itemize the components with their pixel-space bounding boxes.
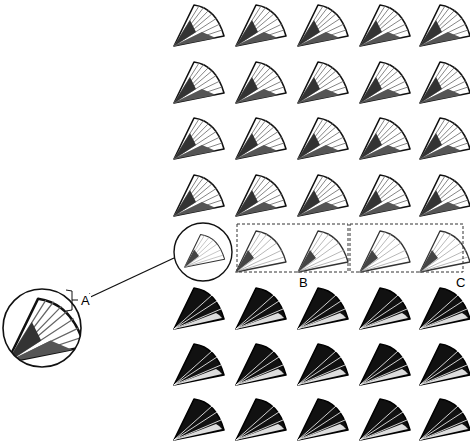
fan-shape [360, 118, 410, 159]
part-label: A [80, 294, 91, 307]
fan-shape [420, 62, 470, 103]
fan-shape [360, 231, 410, 272]
fan-shape [298, 344, 348, 385]
fan-shape [236, 288, 286, 329]
fan-shape [298, 288, 348, 329]
fan-shape [236, 399, 286, 440]
fan-shape [174, 288, 224, 329]
fan-shape [360, 175, 410, 216]
fan-shape [298, 5, 348, 46]
fan-shape [420, 118, 470, 159]
fan-shape [360, 5, 410, 46]
fan-shape [298, 62, 348, 103]
fan-shape [236, 118, 286, 159]
fan-shape [298, 175, 348, 216]
part-label: B [298, 276, 309, 289]
fan-shape [420, 344, 470, 385]
fan-shape [174, 344, 224, 385]
fan-shape [174, 175, 224, 216]
fan-shape [236, 175, 286, 216]
part-label: C [455, 276, 466, 289]
fan-shape [174, 62, 224, 103]
fan-shape [420, 5, 470, 46]
fan-shape [360, 62, 410, 103]
fan-shape [360, 399, 410, 440]
fan-shape [174, 118, 224, 159]
fan-shape [420, 288, 470, 329]
fan-shape [174, 5, 224, 46]
fan-shape [420, 175, 470, 216]
fan-shape [298, 231, 348, 272]
fan-shape [236, 231, 286, 272]
fan-shape [174, 399, 224, 440]
fan-shape [298, 118, 348, 159]
fan-shape [298, 399, 348, 440]
fan-shape [236, 62, 286, 103]
fan-shape [236, 5, 286, 46]
fan-shape [236, 344, 286, 385]
fan-shape [360, 344, 410, 385]
fan-shape [360, 288, 410, 329]
fan-shape [420, 399, 470, 440]
